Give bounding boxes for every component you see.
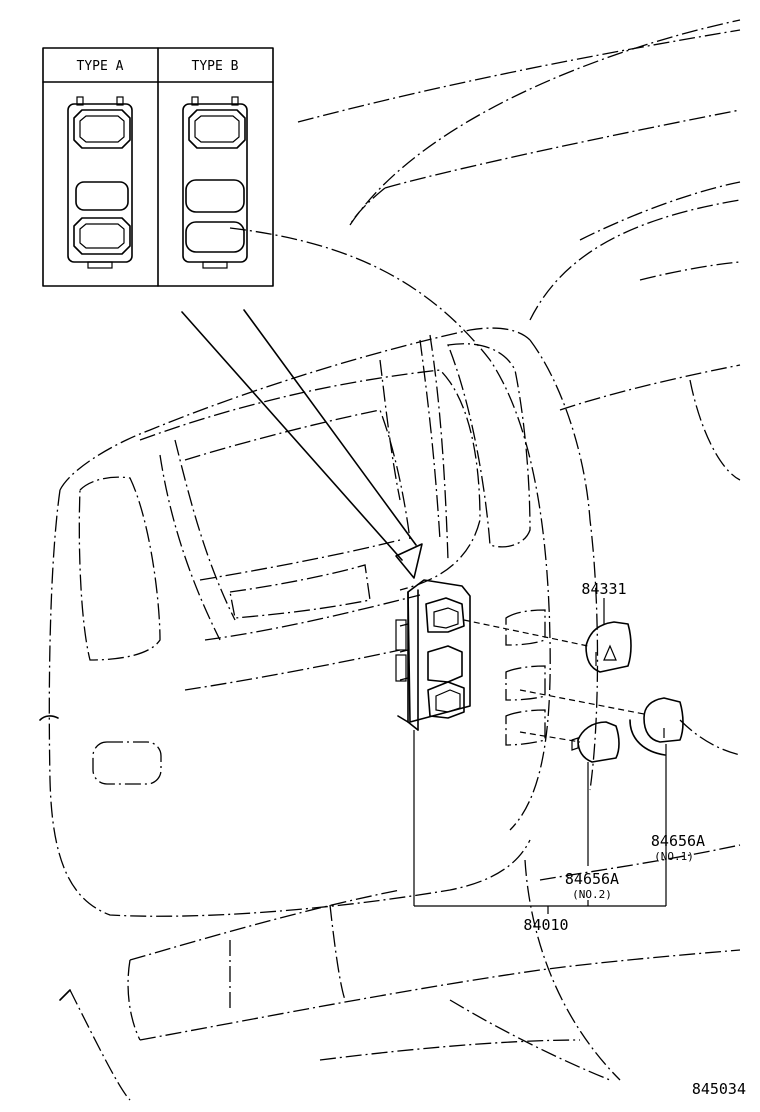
assembly-leader-lines	[463, 619, 645, 743]
type-b-label: TYPE B	[192, 59, 239, 74]
type-a-switch-drawing	[67, 96, 133, 269]
type-b-switch-drawing	[182, 96, 248, 269]
master-switch-assembly	[395, 579, 471, 731]
diagram-code: 845034	[692, 1080, 746, 1098]
part-number-84331: 84331	[581, 580, 626, 598]
switch-84331-drawing	[585, 621, 632, 673]
vehicle-outline	[39, 19, 741, 1101]
inset-pointer-arrow	[181, 309, 423, 579]
part-number-84656a-no1: 84656A	[651, 832, 705, 850]
type-inset-box: TYPE A TYPE B	[42, 47, 274, 287]
part-note-no1: (NO.1)	[654, 850, 694, 863]
part-labels: 84331 84656A (NO.1) 84656A (NO.2) 84010	[523, 580, 705, 934]
part-note-no2: (NO.2)	[572, 888, 612, 901]
callout-leader-lines	[413, 598, 667, 914]
type-a-label: TYPE A	[77, 59, 124, 74]
part-number-84010: 84010	[523, 916, 568, 934]
switch-84656a-no2-drawing	[571, 721, 620, 763]
switch-84656a-no1-drawing	[643, 697, 684, 743]
part-number-84656a-no2: 84656A	[565, 870, 619, 888]
